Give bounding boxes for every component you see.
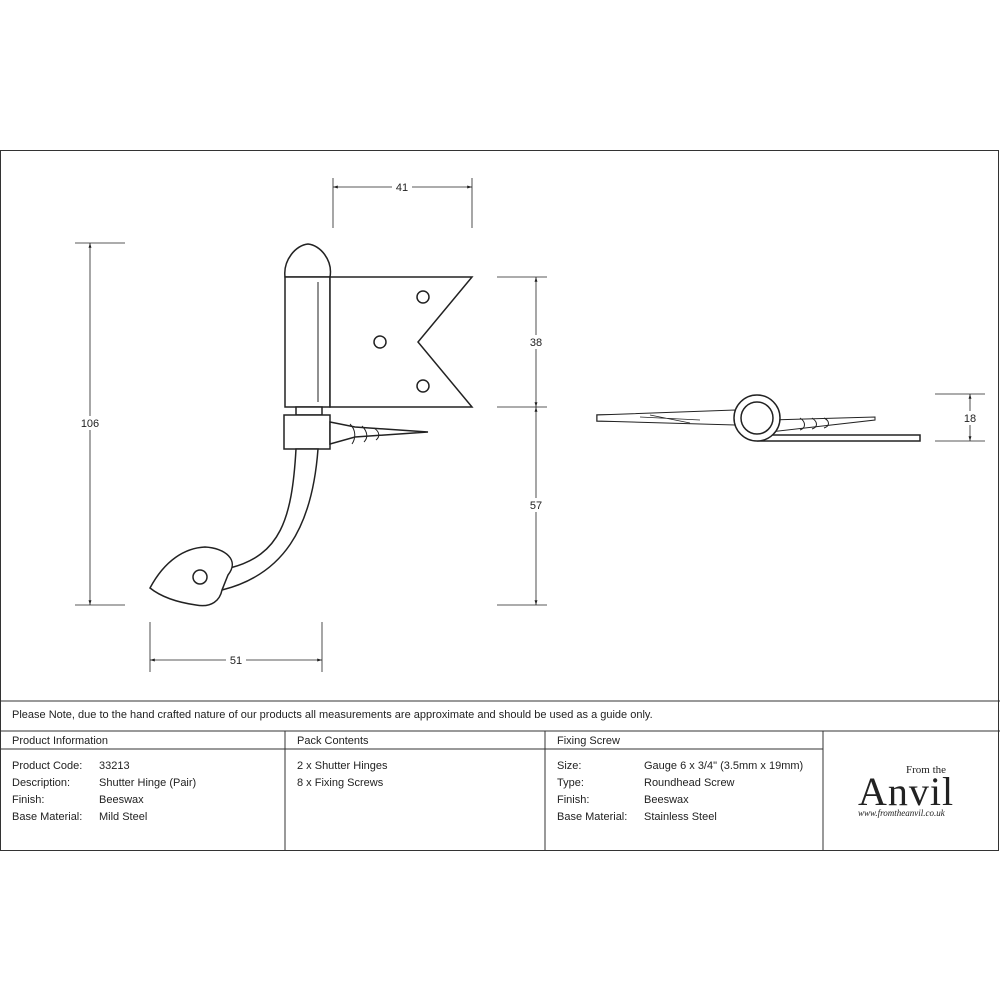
disclaimer-note: Please Note, due to the hand crafted nat… bbox=[12, 709, 653, 721]
spike-shape bbox=[329, 421, 429, 445]
finial-shape bbox=[284, 243, 332, 278]
hinge-front-view bbox=[149, 243, 474, 607]
row-value: Gauge 6 x 3/4" (3.5mm x 19mm) bbox=[644, 760, 804, 772]
fixing-screw-table: Size: Gauge 6 x 3/4" (3.5mm x 19mm) Type:… bbox=[557, 758, 803, 826]
foot-shape bbox=[149, 546, 234, 607]
table-row: Finish: Beeswax bbox=[557, 792, 803, 809]
screw-hole bbox=[373, 335, 387, 349]
screw-hole bbox=[416, 290, 430, 304]
row-key: Finish: bbox=[557, 794, 590, 806]
dim-label-57: 57 bbox=[530, 500, 542, 512]
row-value: Shutter Hinge (Pair) bbox=[99, 777, 197, 789]
list-item: 8 x Fixing Screws bbox=[297, 777, 384, 789]
knuckle-shape bbox=[284, 276, 331, 408]
row-key: Description: bbox=[12, 777, 71, 789]
pack-contents-title: Pack Contents bbox=[297, 735, 369, 747]
row-key: Base Material: bbox=[557, 811, 628, 823]
dim-label-18: 18 bbox=[964, 413, 976, 425]
product-info-table: Product Code: 33213 Description: Shutter H… bbox=[12, 758, 196, 826]
row-key: Product Code: bbox=[12, 760, 83, 772]
row-value: Beeswax bbox=[99, 794, 144, 806]
product-info-title: Product Information bbox=[12, 735, 108, 747]
table-row: Type: Roundhead Screw bbox=[557, 775, 803, 792]
table-rules bbox=[0, 700, 1000, 851]
row-value: Beeswax bbox=[644, 794, 689, 806]
table-row: Size: Gauge 6 x 3/4" (3.5mm x 19mm) bbox=[557, 758, 803, 775]
row-key: Finish: bbox=[12, 794, 45, 806]
list-item: 2 x Shutter Hinges bbox=[297, 760, 388, 772]
row-value: 33213 bbox=[99, 760, 130, 772]
drawing-sheet bbox=[0, 150, 999, 851]
logo-from-the: From the bbox=[906, 764, 947, 776]
row-value: Stainless Steel bbox=[644, 811, 717, 823]
table-row: Description: Shutter Hinge (Pair) bbox=[12, 775, 196, 792]
dim-label-106: 106 bbox=[81, 418, 99, 430]
leaf-shape bbox=[329, 276, 474, 408]
dimension-lines bbox=[75, 178, 985, 672]
fixing-screw-title: Fixing Screw bbox=[557, 735, 620, 747]
table-row: Product Code: 33213 bbox=[12, 758, 196, 775]
screw-hole bbox=[416, 379, 430, 393]
dim-label-41: 41 bbox=[396, 182, 408, 194]
row-key: Base Material: bbox=[12, 811, 83, 823]
logo-wordmark: Anvil bbox=[858, 769, 955, 814]
dim-label-38: 38 bbox=[530, 337, 542, 349]
dim-label-51: 51 bbox=[230, 655, 242, 667]
screw-hole bbox=[192, 569, 208, 585]
pack-contents-list: 2 x Shutter Hinges 8 x Fixing Screws bbox=[297, 758, 388, 792]
row-value: Roundhead Screw bbox=[644, 777, 735, 789]
arm-shape bbox=[220, 448, 319, 592]
row-key: Type: bbox=[557, 777, 584, 789]
table-row: Base Material: Mild Steel bbox=[12, 809, 196, 826]
table-row: Finish: Beeswax bbox=[12, 792, 196, 809]
row-key: Size: bbox=[557, 760, 582, 772]
brand-logo: From the Anvil www.fromtheanvil.co.uk bbox=[852, 762, 982, 822]
dimension-labels: 41 106 38 57 51 18 bbox=[80, 180, 980, 667]
collar-shape bbox=[283, 414, 331, 450]
logo-url: www.fromtheanvil.co.uk bbox=[858, 808, 945, 818]
table-row: Base Material: Stainless Steel bbox=[557, 809, 803, 826]
hinge-side-view bbox=[596, 394, 921, 442]
row-value: Mild Steel bbox=[99, 811, 148, 823]
